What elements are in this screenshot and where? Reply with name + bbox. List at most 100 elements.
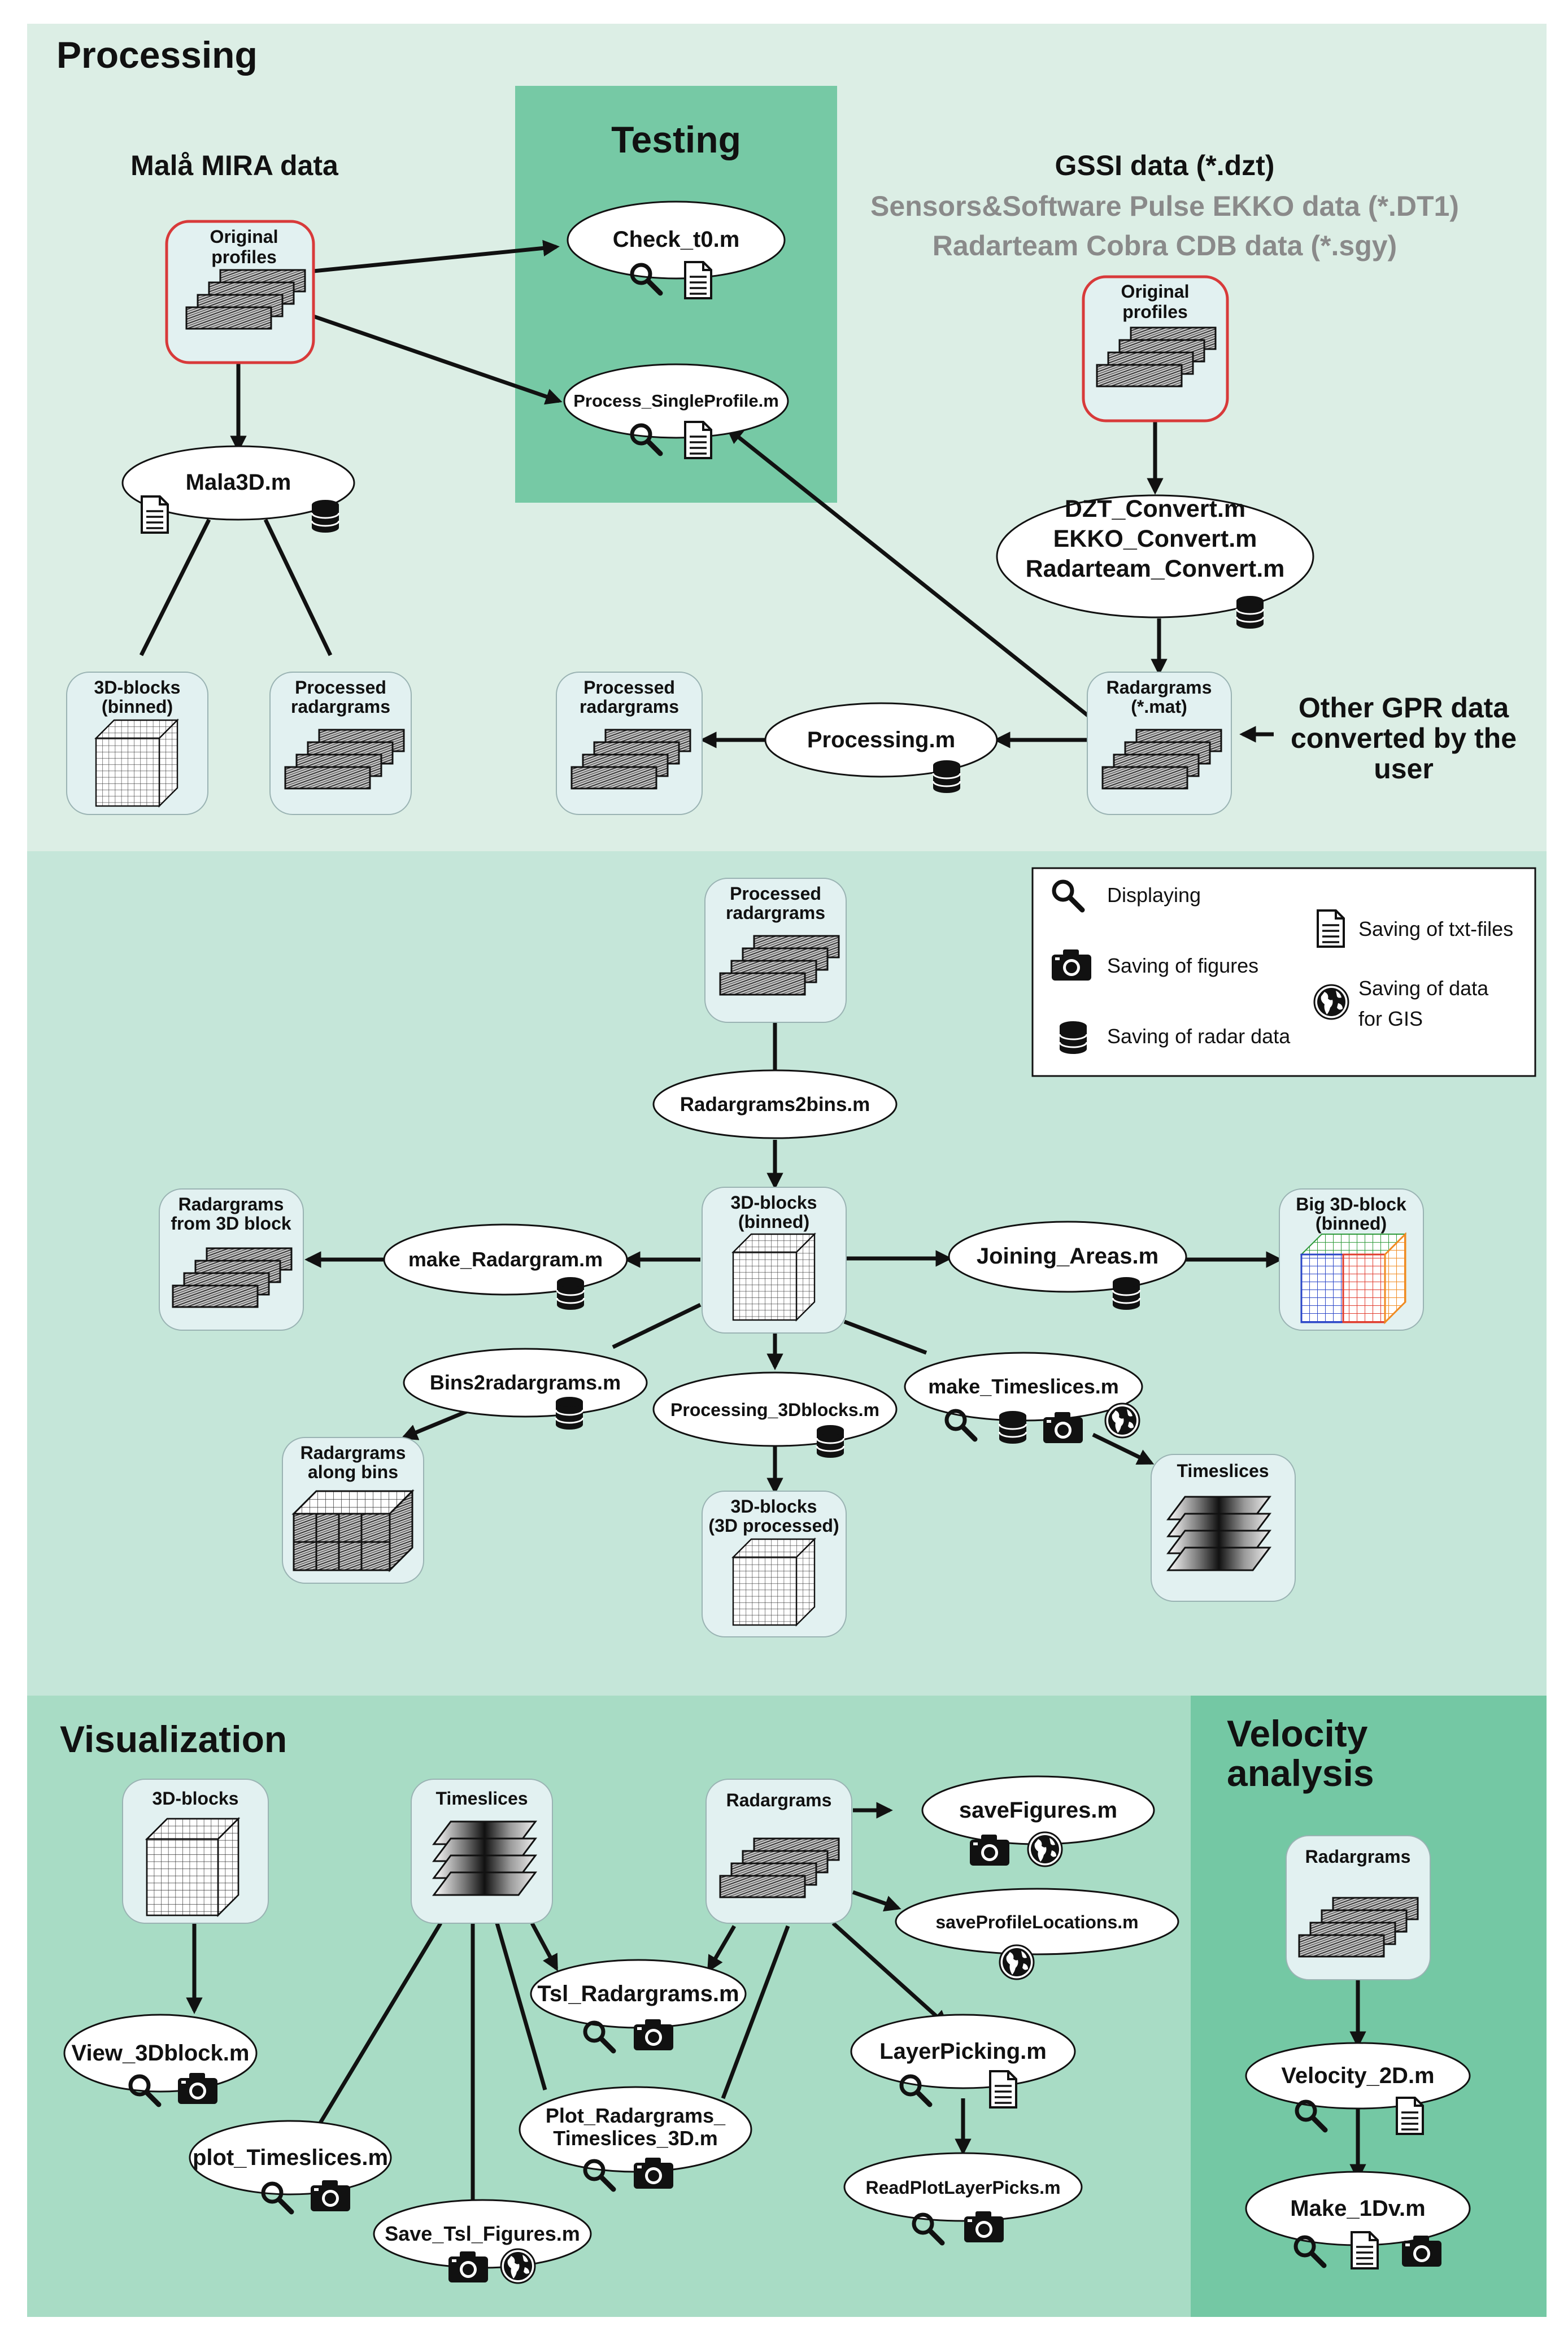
document-icon bbox=[684, 261, 712, 299]
svg-text:ReadPlotLayerPicks.m: ReadPlotLayerPicks.m bbox=[865, 2177, 1060, 2198]
title-visualization: Visualization bbox=[60, 1718, 287, 1760]
timeslice-stack-icon bbox=[1167, 1496, 1271, 1571]
svg-text:saveProfileLocations.m: saveProfileLocations.m bbox=[935, 1912, 1138, 1932]
database-icon bbox=[1112, 1276, 1141, 1311]
document-icon bbox=[1317, 909, 1345, 948]
data-vis-radargrams: Radargrams bbox=[705, 1779, 852, 1924]
script-mala3d: Mala3D.m bbox=[121, 445, 355, 534]
svg-text:Bins2radargrams.m: Bins2radargrams.m bbox=[430, 1371, 621, 1394]
svg-text:3D-blocks: 3D-blocks bbox=[153, 1788, 239, 1809]
svg-text:Radargrams: Radargrams bbox=[726, 1790, 832, 1810]
globe-icon bbox=[1027, 1831, 1063, 1867]
cube-grid-icon bbox=[146, 1818, 239, 1916]
svg-text:make_Radargram.m: make_Radargram.m bbox=[408, 1248, 603, 1271]
svg-text:Process_SingleProfile.m: Process_SingleProfile.m bbox=[573, 391, 779, 411]
script-velocity-2d: Velocity_2D.m bbox=[1245, 2042, 1471, 2135]
script-radargrams2bins: Radargrams2bins.m bbox=[652, 1069, 898, 1139]
cube-grid-icon bbox=[95, 719, 178, 807]
source-other-line: Other GPR data bbox=[1299, 692, 1509, 724]
source-mala: Malå MIRA data bbox=[130, 150, 339, 181]
script-bins2radargrams: Bins2radargrams.m bbox=[403, 1348, 648, 1431]
script-plot-radargrams-timeslices-3d: Plot_Radargrams_Timeslices_3D.m bbox=[519, 2086, 752, 2189]
script-plot-timeslices: plot_Timeslices.m bbox=[189, 2120, 392, 2212]
document-icon bbox=[989, 2070, 1017, 2109]
title-velocity-line: Velocity bbox=[1227, 1713, 1368, 1754]
svg-text:Tsl_Radargrams.m: Tsl_Radargrams.m bbox=[537, 1981, 739, 2006]
svg-text:make_Timeslices.m: make_Timeslices.m bbox=[928, 1375, 1119, 1398]
title-testing: Testing bbox=[611, 119, 741, 160]
source-other-line: user bbox=[1374, 753, 1434, 785]
database-icon bbox=[1235, 595, 1265, 630]
cube-grid-icon bbox=[732, 1538, 816, 1626]
script-make-1dv: Make_1Dv.m bbox=[1245, 2171, 1471, 2269]
svg-text:Processing_3Dblocks.m: Processing_3Dblocks.m bbox=[670, 1400, 879, 1420]
data-big-3d-block: Big 3D-block(binned) bbox=[1279, 1188, 1424, 1331]
database-icon bbox=[555, 1396, 584, 1431]
document-icon bbox=[141, 495, 169, 534]
svg-text:LayerPicking.m: LayerPicking.m bbox=[879, 2039, 1047, 2064]
globe-icon bbox=[1104, 1402, 1140, 1439]
big-cube-grid-icon bbox=[1300, 1233, 1406, 1323]
database-icon bbox=[816, 1424, 845, 1459]
svg-text:Plot_Radargrams_Timeslices_3D.: Plot_Radargrams_Timeslices_3D.m bbox=[546, 2104, 726, 2150]
connectors bbox=[139, 239, 1366, 2218]
script-save-tsl-figures: Save_Tsl_Figures.m bbox=[373, 2199, 592, 2284]
svg-text:Timeslices: Timeslices bbox=[435, 1788, 528, 1809]
svg-text:Timeslices: Timeslices bbox=[1177, 1461, 1269, 1481]
radargram-bins-icon bbox=[293, 1490, 413, 1571]
svg-text:Saving of figures: Saving of figures bbox=[1107, 954, 1258, 977]
title-velocity-line: analysis bbox=[1227, 1752, 1374, 1794]
script-joining-areas: Joining_Areas.m bbox=[948, 1221, 1187, 1311]
svg-text:Joining_Areas.m: Joining_Areas.m bbox=[977, 1244, 1158, 1269]
cube-grid-icon bbox=[732, 1233, 816, 1321]
svg-text:Mala3D.m: Mala3D.m bbox=[186, 470, 291, 495]
svg-text:Saving of txt-files: Saving of txt-files bbox=[1358, 917, 1513, 940]
globe-icon bbox=[1313, 984, 1349, 1020]
script-check-t0: Check_t0.m bbox=[567, 201, 786, 299]
globe-icon bbox=[500, 2248, 536, 2284]
svg-text:saveFigures.m: saveFigures.m bbox=[959, 1798, 1117, 1823]
svg-text:Processing.m: Processing.m bbox=[807, 727, 955, 752]
database-icon bbox=[932, 759, 961, 794]
data-vis-3d-blocks: 3D-blocks bbox=[122, 1779, 269, 1924]
document-icon bbox=[684, 421, 712, 459]
script-processing-3dblocks: Processing_3Dblocks.m bbox=[652, 1371, 898, 1459]
data-3d-blocks-binned-p1: 3D-blocks(binned) bbox=[66, 672, 208, 815]
document-icon bbox=[1396, 2097, 1424, 2135]
svg-text:3D-blocks(binned): 3D-blocks(binned) bbox=[94, 677, 181, 717]
svg-text:Radargrams(*.mat): Radargrams(*.mat) bbox=[1107, 677, 1212, 717]
database-icon bbox=[1059, 1020, 1088, 1055]
script-make-timeslices: make_Timeslices.m bbox=[904, 1352, 1143, 1445]
svg-text:Velocity_2D.m: Velocity_2D.m bbox=[1281, 2063, 1434, 2088]
script-view-3dblock: View_3Dblock.m bbox=[63, 2014, 258, 2105]
svg-text:Saving of radar data: Saving of radar data bbox=[1107, 1025, 1291, 1048]
svg-text:3D-blocks(3D processed): 3D-blocks(3D processed) bbox=[708, 1496, 839, 1536]
document-icon bbox=[1351, 2231, 1379, 2269]
script-readplotlayerpicks: ReadPlotLayerPicks.m bbox=[843, 2152, 1083, 2243]
svg-text:Make_1Dv.m: Make_1Dv.m bbox=[1290, 2196, 1425, 2221]
script-tsl-radargrams: Tsl_Radargrams.m bbox=[530, 1959, 747, 2051]
title-processing: Processing bbox=[56, 34, 258, 76]
svg-text:Save_Tsl_Figures.m: Save_Tsl_Figures.m bbox=[385, 2222, 580, 2245]
database-icon bbox=[311, 499, 340, 534]
source-radarteam: Radarteam Cobra CDB data (*.sgy) bbox=[933, 230, 1397, 262]
data-vel-radargrams: Radargrams bbox=[1286, 1835, 1431, 1980]
script-savefigures: saveFigures.m bbox=[921, 1775, 1155, 1867]
data-vis-timeslices: Timeslices bbox=[411, 1779, 553, 1924]
timeslice-stack-icon bbox=[433, 1820, 537, 1896]
